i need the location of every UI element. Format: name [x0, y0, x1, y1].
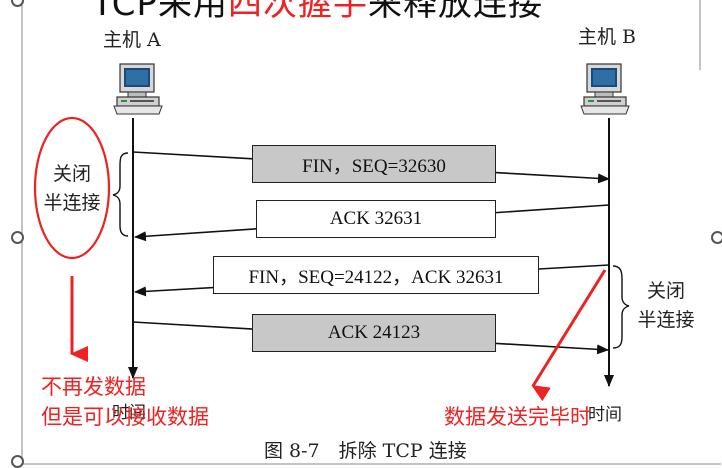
red-arrow-right: [531, 269, 607, 402]
annotation-right: 数据发送完毕时: [444, 405, 591, 429]
banner-text-b: 来释放连接: [368, 0, 544, 24]
left-note-line1: 关闭: [52, 163, 91, 185]
time-label-host-a: 时间: [112, 403, 146, 423]
annotation-left: 不再发数据 但是可以接收数据: [41, 372, 209, 432]
message-box: FIN，SEQ=24122，ACK 32631: [213, 256, 539, 294]
left-note-line2: 半连接: [43, 192, 101, 214]
right-close-half-connection-note: 关闭 半连接: [628, 277, 704, 335]
resize-handle[interactable]: [11, 455, 24, 468]
left-brace: [112, 152, 129, 237]
computer-icon: [113, 63, 163, 115]
resize-handle[interactable]: [11, 0, 24, 7]
figure-caption: 图 8-7 拆除 TCP 连接: [264, 440, 467, 462]
left-close-half-connection-note: 关闭 半连接: [34, 160, 110, 218]
right-note-line1: 关闭: [646, 280, 685, 302]
right-note-line2: 半连接: [637, 309, 695, 331]
right-brace: [612, 265, 630, 349]
time-label-host-b: 时间: [588, 405, 622, 425]
annotation-left-line1: 不再发数据: [41, 375, 146, 399]
annotation-left-line2: 但是可以接收数据: [41, 405, 209, 429]
message-box: FIN，SEQ=32630: [252, 145, 496, 183]
message-box: ACK 32631: [256, 200, 496, 238]
message-box: ACK 24123: [252, 314, 496, 352]
banner-text-a: TCP采用: [92, 0, 229, 24]
top-banner: TCP采用四次握手来释放连接: [92, 0, 543, 25]
banner-highlight: 四次握手: [228, 0, 369, 24]
host-a-label: 主机 A: [103, 29, 161, 51]
resize-handle[interactable]: [711, 231, 722, 244]
resize-handle[interactable]: [11, 231, 24, 244]
computer-icon: [580, 63, 630, 115]
red-highlight-ellipse: [33, 116, 111, 260]
host-b-label: 主机 B: [578, 26, 637, 48]
